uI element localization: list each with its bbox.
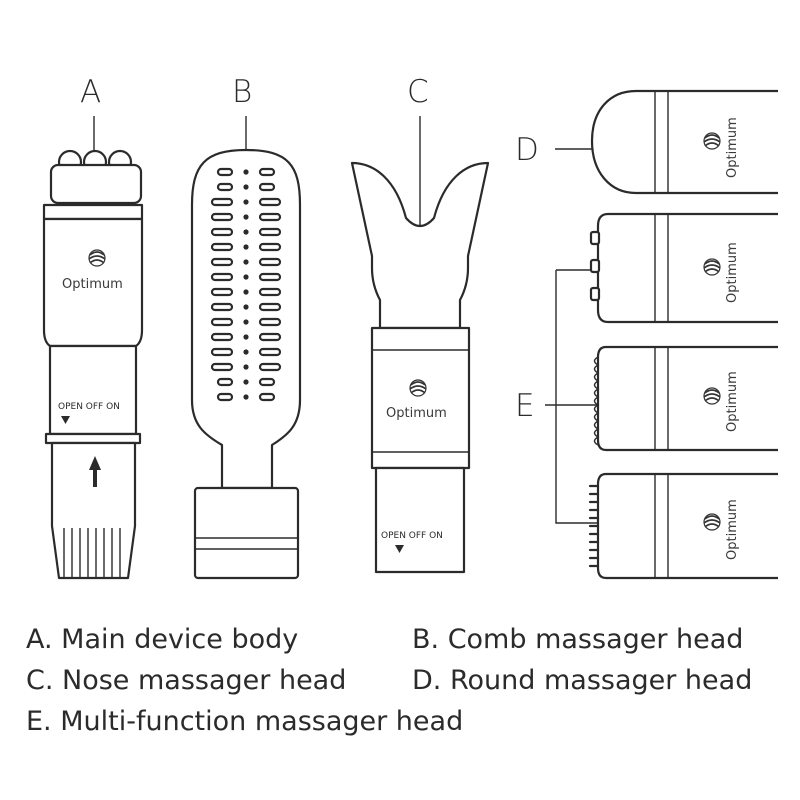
optimum-logo-icon	[703, 513, 721, 531]
bristle-dot	[243, 334, 249, 340]
bristle	[258, 182, 276, 192]
bristle	[210, 362, 234, 372]
brand-name: Optimum	[725, 117, 740, 178]
bristle-dot	[243, 364, 249, 370]
bristle	[258, 317, 282, 327]
device-b-comb-head: B	[190, 74, 302, 580]
bristle-dot	[243, 304, 249, 310]
bristle	[258, 347, 282, 357]
bristle	[210, 257, 234, 267]
bristle-dot	[243, 169, 249, 175]
bristle-dot	[243, 214, 249, 220]
nose-switch-section	[374, 466, 466, 574]
bristle-dot	[243, 259, 249, 265]
bristle	[210, 242, 234, 252]
legend-item-d: D. Round massager head	[412, 665, 753, 696]
round-head-body	[590, 89, 778, 195]
legend-item-b: B. Comb massager head	[412, 624, 744, 655]
bristle	[258, 197, 282, 207]
brand-name: Optimum	[725, 371, 740, 432]
bristle	[216, 392, 234, 402]
label-d: D	[515, 132, 539, 168]
optimum-logo-icon	[409, 379, 427, 397]
device-d-round-head: D Optimum	[515, 89, 778, 195]
ball-head	[49, 163, 143, 205]
bristle	[210, 212, 234, 222]
bristle	[258, 362, 282, 372]
bristle	[210, 347, 234, 357]
teeth-edge	[588, 484, 600, 568]
bristle	[210, 317, 234, 327]
body-lower	[48, 344, 138, 436]
label-c: C	[407, 74, 429, 110]
optimum-logo-icon	[703, 387, 721, 405]
device-e-multi-function-heads: E Optimum Optimum	[515, 212, 778, 580]
triangle-down-icon	[61, 416, 70, 424]
nose-body	[370, 326, 471, 470]
bristle-dot	[243, 289, 249, 295]
bristle	[258, 392, 276, 402]
bristle	[210, 272, 234, 282]
scallop-edge	[593, 356, 600, 446]
cap-ridges	[63, 528, 121, 578]
multi-head-scallop: Optimum	[593, 345, 778, 452]
triangle-down-icon	[395, 545, 404, 553]
legend-item-e: E. Multi-function massager head	[26, 706, 464, 737]
label-a: A	[80, 74, 101, 110]
bristle	[210, 197, 234, 207]
multi-head-teeth: Optimum	[588, 472, 778, 580]
bristle-dot	[243, 379, 249, 385]
comb-bristles	[210, 167, 282, 402]
optimum-logo-icon	[703, 258, 721, 276]
bristle	[258, 167, 276, 177]
bristle	[210, 332, 234, 342]
bristle-dot	[243, 349, 249, 355]
bristle	[258, 377, 276, 387]
bristle	[258, 272, 282, 282]
bristle-dot	[243, 229, 249, 235]
bristle-dot	[243, 244, 249, 250]
bristle-dot	[243, 394, 249, 400]
label-b: B	[232, 74, 252, 110]
bristle	[216, 167, 234, 177]
brand-name: Optimum	[725, 499, 740, 560]
bristle	[258, 227, 282, 237]
nose-head	[350, 161, 490, 330]
bristle	[258, 302, 282, 312]
bristle	[216, 377, 234, 387]
optimum-logo-icon	[88, 249, 106, 267]
bristle	[258, 212, 282, 222]
optimum-logo-icon	[703, 132, 721, 150]
bristle-dot	[243, 319, 249, 325]
device-a-main-body: A Optimum OPEN OFF ON	[42, 74, 144, 580]
up-arrow-icon	[89, 456, 101, 487]
bristle-dot	[243, 199, 249, 205]
comb-base	[193, 486, 300, 580]
bristle	[210, 302, 234, 312]
label-e: E	[515, 388, 535, 424]
body-ring	[44, 432, 142, 445]
legend-item-a: A. Main device body	[26, 624, 299, 655]
bristle	[216, 182, 234, 192]
legend-item-c: C. Nose massager head	[26, 665, 347, 696]
device-c-nose-head: C Optimum OPEN OFF ON	[350, 74, 490, 574]
body-collar	[42, 203, 144, 221]
bristle	[258, 287, 282, 297]
brand-name: Optimum	[62, 277, 123, 292]
bristle-dot	[243, 184, 249, 190]
power-switch-label: OPEN OFF ON	[58, 402, 120, 412]
brand-name: Optimum	[725, 242, 740, 303]
bristle	[210, 287, 234, 297]
brand-name: Optimum	[386, 406, 447, 421]
bristle	[258, 242, 282, 252]
bristle-dot	[243, 274, 249, 280]
bristle	[210, 227, 234, 237]
power-switch-label: OPEN OFF ON	[381, 531, 443, 541]
bristle	[258, 257, 282, 267]
multi-head-nub: Optimum	[589, 212, 778, 324]
battery-cap	[50, 441, 137, 580]
bristle	[258, 332, 282, 342]
